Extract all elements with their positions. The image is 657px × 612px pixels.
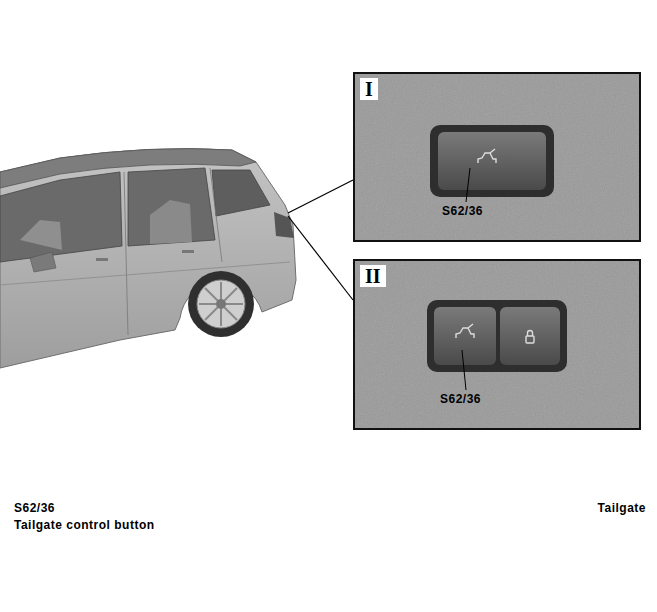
inset-panel: II (353, 259, 641, 430)
view-numeral: II (360, 265, 386, 287)
part-code: S62/36 (440, 392, 481, 406)
part-code: S62/36 (442, 204, 483, 218)
legend-code: S62/36 (14, 501, 55, 515)
inset-panel (353, 72, 641, 242)
section-name: Tailgate (598, 501, 646, 515)
inset-panel (353, 259, 641, 430)
legend-description: Tailgate control button (14, 518, 155, 532)
inset-panel: I (353, 72, 641, 242)
leader-line (288, 180, 353, 213)
car-illustration (0, 149, 296, 368)
leader-line (288, 216, 353, 300)
view-numeral: I (360, 78, 378, 100)
